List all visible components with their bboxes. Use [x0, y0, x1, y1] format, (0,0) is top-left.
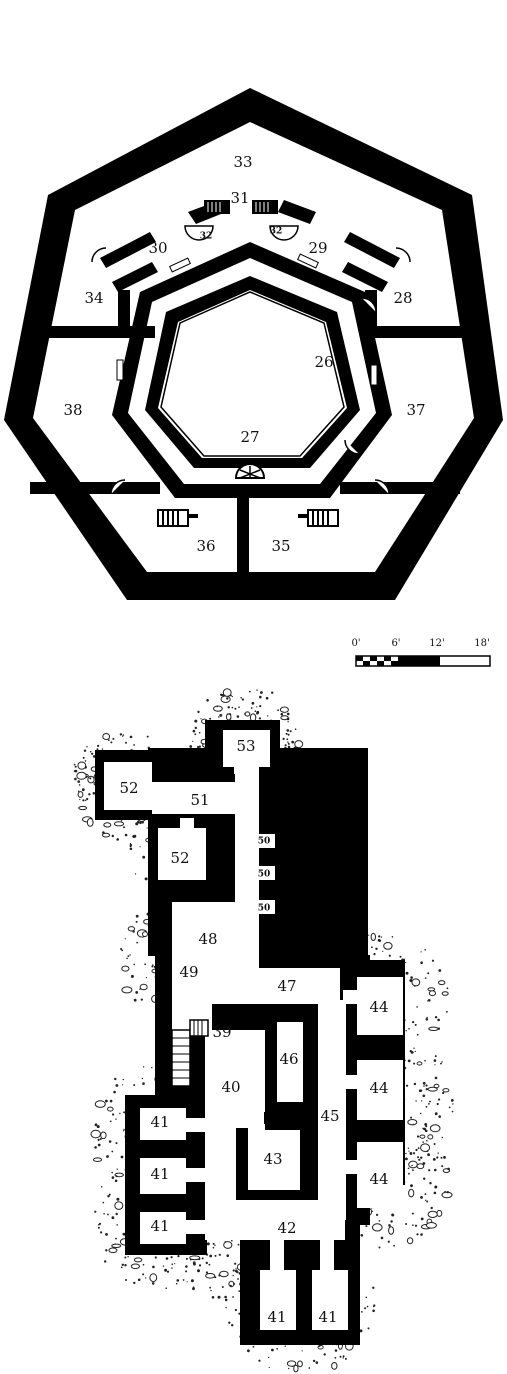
room-45-label: 45	[320, 1107, 339, 1125]
room-44-label: 44	[369, 1170, 388, 1188]
room-52-label: 52	[170, 849, 189, 867]
room-47	[190, 968, 340, 1004]
dungeon-plan: 53 52 51 52 50 50 50 48 49 47 39 40 46 4…	[73, 688, 454, 1373]
stairs-icon	[157, 509, 339, 527]
stairs-icon	[204, 200, 278, 214]
scale-tick-label: 6'	[391, 638, 400, 649]
room-50-label: 50	[258, 837, 271, 847]
room-29-label: 29	[308, 239, 327, 257]
room-44-label: 44	[369, 998, 388, 1016]
room-49-label: 49	[179, 963, 198, 981]
scale-tick-label: 12'	[429, 638, 444, 649]
room-27-label: 27	[240, 428, 259, 446]
room-38-label: 38	[63, 401, 82, 419]
room-44-c	[357, 1142, 403, 1208]
room-26	[158, 290, 347, 458]
room-33-label: 33	[233, 153, 252, 171]
scale-tick-label: 18'	[474, 638, 489, 649]
room-41-c	[140, 1212, 186, 1244]
room-32-label: 32	[200, 232, 213, 242]
room-41-label: 41	[150, 1217, 169, 1235]
room-53	[223, 730, 270, 767]
room-32-label: 32	[270, 227, 283, 237]
room-41-label: 41	[267, 1308, 286, 1326]
room-50-label: 50	[258, 870, 271, 880]
room-42-label: 42	[277, 1219, 296, 1237]
room-43-label: 43	[263, 1150, 282, 1168]
room-41-e	[312, 1270, 348, 1330]
room-28-label: 28	[393, 289, 412, 307]
room-50-label: 50	[258, 904, 271, 914]
room-53-label: 53	[236, 737, 255, 755]
scale-bar: 0' 6' 12' 18'	[351, 638, 491, 667]
room-44-label: 44	[369, 1079, 388, 1097]
wheel-icon	[234, 463, 266, 479]
room-52-label: 52	[119, 779, 138, 797]
room-48-label: 48	[198, 930, 217, 948]
room-44-a	[357, 977, 403, 1035]
room-39-label: 39	[212, 1023, 231, 1041]
scale-tick-label: 0'	[351, 638, 360, 649]
room-52-north	[104, 762, 152, 810]
partition-wall	[237, 494, 249, 576]
room-50c	[253, 900, 275, 914]
room-37-label: 37	[406, 401, 425, 419]
room-43	[248, 1130, 300, 1190]
room-34-label: 34	[84, 289, 103, 307]
partition-wall	[30, 326, 155, 338]
room-35-label: 35	[271, 537, 290, 555]
partition-wall	[30, 482, 160, 494]
room-41-a	[140, 1108, 186, 1140]
room-46-label: 46	[279, 1050, 298, 1068]
partition-wall	[360, 326, 475, 338]
room-36-label: 36	[196, 537, 215, 555]
room-51	[152, 782, 240, 814]
room-41-d	[260, 1270, 296, 1330]
room-42	[205, 1200, 345, 1240]
room-51-label: 51	[190, 791, 209, 809]
room-49	[172, 984, 190, 1000]
room-45	[318, 1000, 346, 1220]
room-47-label: 47	[277, 977, 296, 995]
room-44-b	[357, 1060, 403, 1120]
partition-wall	[340, 482, 460, 494]
room-50b	[253, 866, 275, 880]
room-52-south	[158, 828, 206, 880]
room-26-label: 26	[314, 353, 333, 371]
stairs-icon	[171, 1019, 209, 1087]
room-31-label: 31	[230, 189, 249, 207]
room-50a	[253, 834, 275, 848]
room-41-label: 41	[150, 1113, 169, 1131]
partition-wall	[118, 290, 130, 330]
room-46	[277, 1022, 305, 1102]
room-40-label: 40	[221, 1078, 240, 1096]
room-30-label: 30	[148, 239, 167, 257]
room-41-label: 41	[150, 1165, 169, 1183]
tower-plan: 33 31 32 32 30 29 34 28 26 38 37 27 36 3…	[4, 88, 503, 600]
room-41-b	[140, 1158, 186, 1194]
room-41-label: 41	[318, 1308, 337, 1326]
